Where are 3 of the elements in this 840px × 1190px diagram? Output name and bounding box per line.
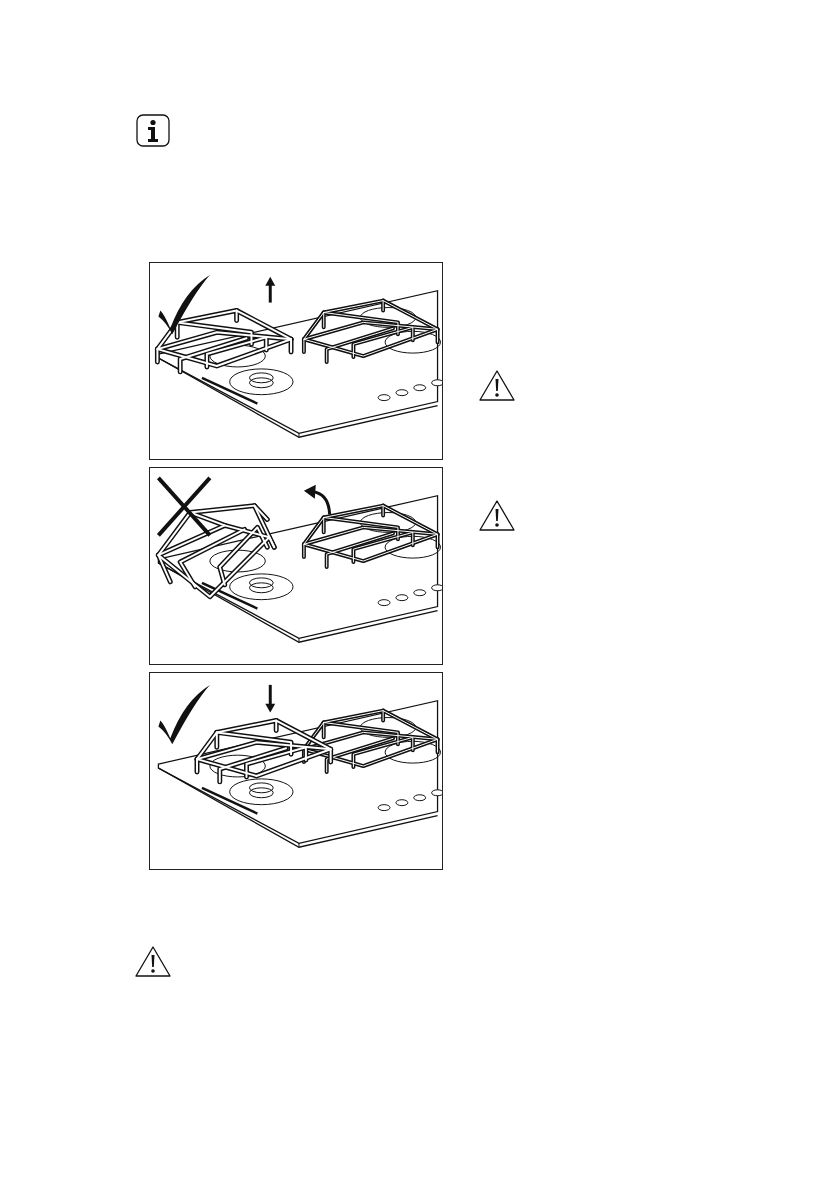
picture (149, 262, 443, 460)
picture (149, 467, 443, 665)
picture (149, 672, 443, 870)
